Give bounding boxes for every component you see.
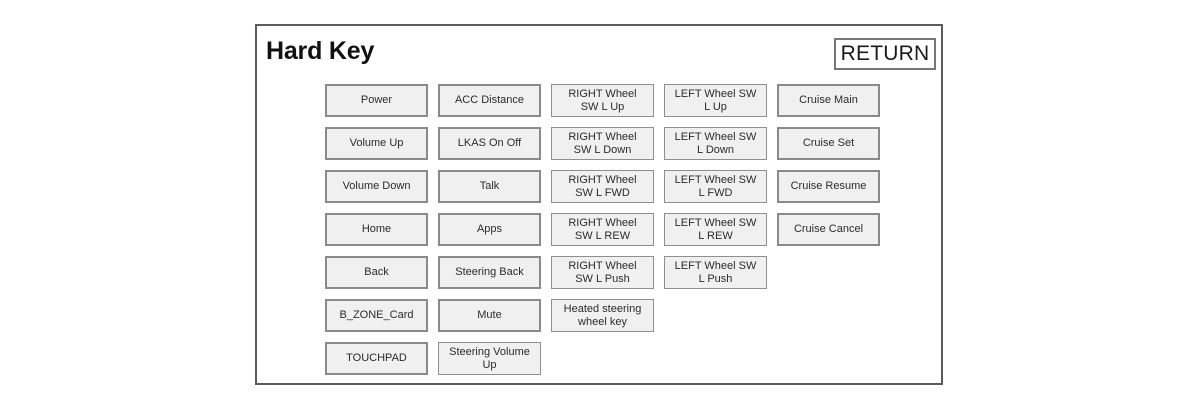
key-button-label: RIGHT Wheel SW L REW: [568, 216, 637, 242]
page-title: Hard Key: [266, 37, 375, 65]
key-button[interactable]: LKAS On Off: [438, 127, 541, 160]
key-button[interactable]: RIGHT Wheel SW L FWD: [551, 170, 654, 203]
key-button-label: Apps: [476, 223, 503, 235]
key-button[interactable]: Home: [325, 213, 428, 246]
key-button[interactable]: LEFT Wheel SW L Up: [664, 84, 767, 117]
key-button-label: LEFT Wheel SW L Up: [674, 87, 757, 113]
key-button-label: Volume Up: [349, 137, 404, 149]
key-button-label: RIGHT Wheel SW L Down: [568, 130, 637, 156]
key-button-label: LEFT Wheel SW L FWD: [674, 173, 757, 199]
key-button[interactable]: Talk: [438, 170, 541, 203]
key-button[interactable]: Cruise Cancel: [777, 213, 880, 246]
key-button-label: Cruise Resume: [790, 180, 867, 192]
key-button[interactable]: Volume Up: [325, 127, 428, 160]
key-button[interactable]: RIGHT Wheel SW L REW: [551, 213, 654, 246]
key-button-label: Back: [364, 266, 389, 278]
key-button-label: Steering Volume Up: [449, 345, 530, 371]
key-button[interactable]: LEFT Wheel SW L Down: [664, 127, 767, 160]
key-button-label: Heated steering wheel key: [563, 302, 642, 328]
key-button-label: TOUCHPAD: [346, 352, 407, 364]
key-button-label: Cruise Set: [802, 137, 855, 149]
key-button[interactable]: Mute: [438, 299, 541, 332]
key-button[interactable]: ACC Distance: [438, 84, 541, 117]
key-button[interactable]: Cruise Main: [777, 84, 880, 117]
key-button-label: Home: [361, 223, 392, 235]
key-button[interactable]: Power: [325, 84, 428, 117]
key-button[interactable]: LEFT Wheel SW L REW: [664, 213, 767, 246]
key-button[interactable]: LEFT Wheel SW L Push: [664, 256, 767, 289]
key-button[interactable]: Steering Back: [438, 256, 541, 289]
key-button[interactable]: LEFT Wheel SW L FWD: [664, 170, 767, 203]
key-button-label: RIGHT Wheel SW L FWD: [568, 173, 637, 199]
key-button-label: Mute: [477, 309, 502, 321]
key-button[interactable]: RIGHT Wheel SW L Push: [551, 256, 654, 289]
key-button[interactable]: Volume Down: [325, 170, 428, 203]
key-button[interactable]: TOUCHPAD: [325, 342, 428, 375]
key-button-label: LEFT Wheel SW L Down: [674, 130, 757, 156]
key-button-label: Steering Back: [455, 266, 524, 278]
key-button[interactable]: Heated steering wheel key: [551, 299, 654, 332]
return-button-label: RETURN: [840, 42, 930, 65]
key-button-label: Power: [360, 94, 393, 106]
key-button-label: B_ZONE_Card: [339, 309, 414, 321]
key-button[interactable]: Cruise Resume: [777, 170, 880, 203]
key-button[interactable]: Steering Volume Up: [438, 342, 541, 375]
key-button[interactable]: RIGHT Wheel SW L Down: [551, 127, 654, 160]
key-button[interactable]: RIGHT Wheel SW L Up: [551, 84, 654, 117]
key-button-label: LKAS On Off: [457, 137, 522, 149]
key-button-label: RIGHT Wheel SW L Push: [568, 259, 637, 285]
key-button-label: Talk: [479, 180, 500, 192]
key-button-label: LEFT Wheel SW L Push: [674, 259, 757, 285]
key-button-label: ACC Distance: [454, 94, 525, 106]
key-button[interactable]: Cruise Set: [777, 127, 880, 160]
key-button-label: Cruise Cancel: [793, 223, 864, 235]
key-button[interactable]: Back: [325, 256, 428, 289]
key-button-label: Volume Down: [342, 180, 411, 192]
key-button[interactable]: Apps: [438, 213, 541, 246]
key-button-label: LEFT Wheel SW L REW: [674, 216, 757, 242]
hard-key-grid: Power ACC Distance RIGHT Wheel SW L Up LEFT…: [257, 26, 941, 383]
key-button-label: Cruise Main: [799, 94, 858, 106]
key-button-label: RIGHT Wheel SW L Up: [568, 87, 637, 113]
key-button[interactable]: B_ZONE_Card: [325, 299, 428, 332]
return-button[interactable]: RETURN: [834, 38, 936, 70]
